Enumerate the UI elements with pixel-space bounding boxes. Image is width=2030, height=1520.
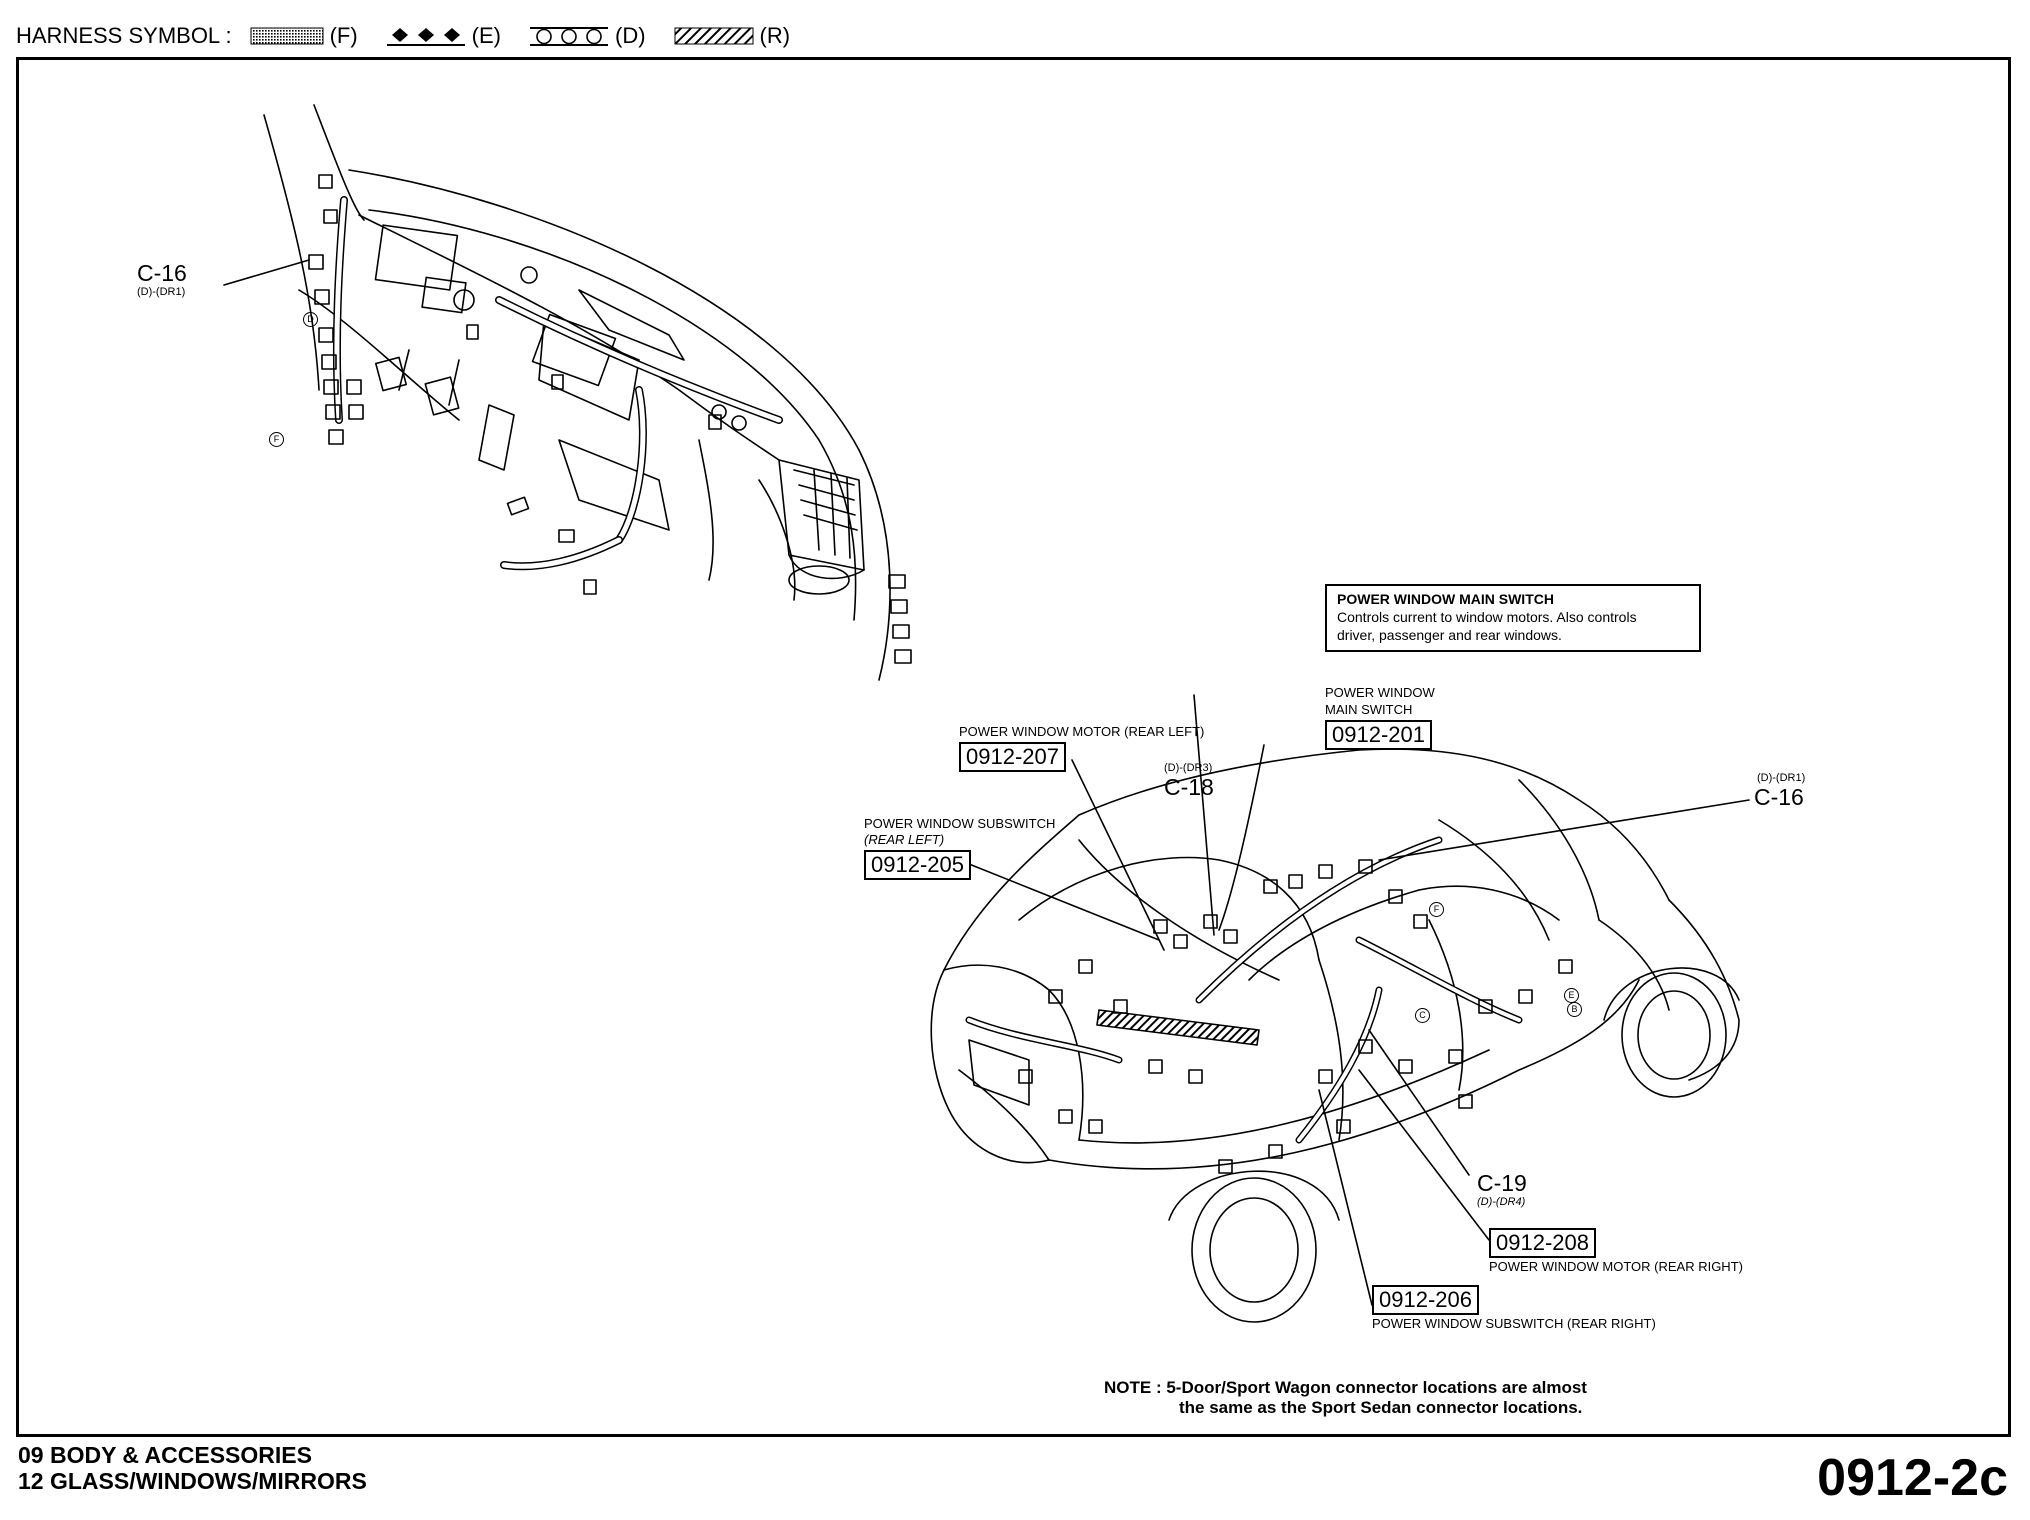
connector-location-note: NOTE : 5-Door/Sport Wagon connector loca… [1104, 1378, 1587, 1418]
page-id: 0912-2c [1817, 1449, 2008, 1507]
vehicle-body-drawing [930, 694, 1750, 1323]
note-line-2: the same as the Sport Sedan connector lo… [1179, 1398, 1583, 1417]
main-switch-info-box: POWER WINDOW MAIN SWITCH Controls curren… [1325, 584, 1701, 652]
car-marker-f: F [1429, 902, 1444, 917]
c18-label: C-18 [1164, 774, 1214, 800]
motor-rear-left-ref-box: 0912-207 [959, 742, 1066, 772]
subswitch-rear-left-caption-1: POWER WINDOW SUBSWITCH [864, 816, 1056, 831]
diamond-harness-symbol [386, 28, 465, 46]
motor-rear-left-caption: POWER WINDOW MOTOR (REAR LEFT) [959, 724, 1205, 739]
legend-label: HARNESS SYMBOL : [16, 23, 232, 48]
info-box-line-2: driver, passenger and rear windows. [1337, 627, 1562, 643]
dotted-harness-symbol [250, 27, 324, 45]
main-switch-caption-2: MAIN SWITCH [1325, 702, 1413, 717]
motor-rear-right-caption: POWER WINDOW MOTOR (REAR RIGHT) [1489, 1259, 1743, 1274]
dash-marker-f: F [269, 432, 284, 447]
footer-section: 09 BODY & ACCESSORIES [18, 1442, 312, 1468]
wiring-diagram-art [223, 104, 1750, 1323]
subswitch-rear-right-ref-box: 0912-206 [1372, 1285, 1479, 1315]
subswitch-rear-right-caption: POWER WINDOW SUBSWITCH (REAR RIGHT) [1372, 1316, 1656, 1331]
diagram-frame: C-16 (D)-(DR1) D F POWER WINDOW MAIN SWI… [16, 57, 2011, 1437]
instrument-panel-drawing [223, 104, 912, 681]
hatched-harness-symbol [674, 27, 754, 45]
dash-marker-d: D [303, 312, 318, 327]
subswitch-rear-left-ref-box: 0912-205 [864, 850, 971, 880]
info-box-title: POWER WINDOW MAIN SWITCH [1337, 591, 1554, 607]
harness-legend: HARNESS SYMBOL : (F) (E) (D) (R) [16, 18, 810, 54]
note-line-1: NOTE : 5-Door/Sport Wagon connector loca… [1104, 1378, 1587, 1397]
car-marker-e: E [1564, 988, 1579, 1003]
info-box-line-1: Controls current to window motors. Also … [1337, 609, 1637, 625]
dash-c16-label: C-16 [137, 260, 187, 286]
legend-code-r: (R) [759, 23, 791, 48]
footer-subsection: 12 GLASS/WINDOWS/MIRRORS [18, 1468, 367, 1494]
car-marker-b: B [1567, 1002, 1582, 1017]
main-switch-ref-box: 0912-201 [1325, 720, 1432, 750]
c18-harness: (D)-(DR3) [1164, 762, 1213, 774]
circle-harness-symbol [530, 27, 608, 46]
c16-label: C-16 [1754, 784, 1804, 810]
main-switch-caption-1: POWER WINDOW [1325, 685, 1435, 700]
c19-label: C-19 [1477, 1170, 1527, 1196]
c16-harness: (D)-(DR1) [1757, 772, 1806, 784]
legend-code-f: (F) [329, 23, 358, 48]
car-marker-c: C [1415, 1008, 1430, 1023]
dash-c16-harness: (D)-(DR1) [137, 286, 186, 298]
c19-harness: (D)-(DR4) [1477, 1196, 1526, 1208]
subswitch-rear-left-caption-2: (REAR LEFT) [864, 832, 945, 847]
legend-code-e: (E) [471, 23, 501, 48]
motor-rear-right-ref-box: 0912-208 [1489, 1228, 1596, 1258]
legend-code-d: (D) [615, 23, 646, 48]
